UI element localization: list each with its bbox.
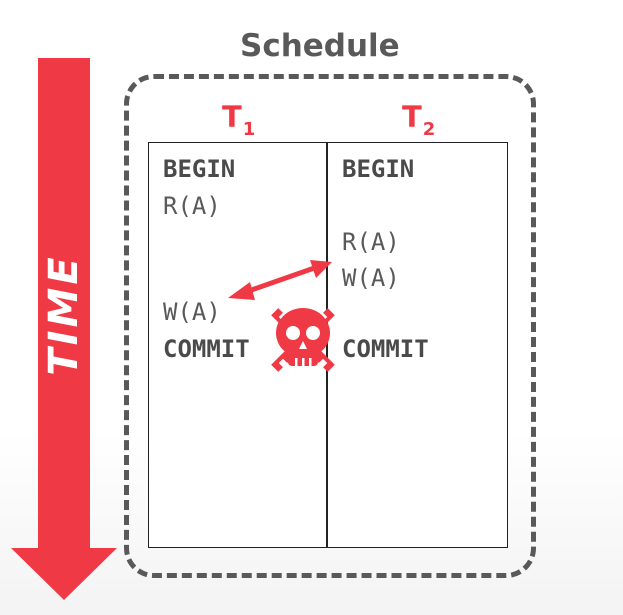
- txn-header-t2-label: T: [402, 100, 422, 134]
- skull-crossbones-icon: [271, 308, 335, 372]
- schedule-frame: [124, 74, 536, 578]
- t2-op-commit: COMMIT: [342, 335, 429, 363]
- txn-header-t1: T1: [222, 100, 255, 140]
- time-arrow-head: [11, 548, 117, 600]
- schedule-table: [148, 142, 508, 548]
- txn-header-t2: T2: [402, 100, 435, 140]
- column-divider: [326, 142, 328, 548]
- t1-op-commit: COMMIT: [163, 335, 250, 363]
- t2-op-read: R(A): [342, 228, 400, 256]
- double-headed-arrow: [228, 260, 332, 300]
- txn-header-t1-label: T: [222, 100, 242, 134]
- time-arrow-shaft: [38, 58, 90, 548]
- t1-op-read: R(A): [163, 192, 221, 220]
- t1-op-begin: BEGIN: [163, 155, 236, 183]
- t1-op-write: W(A): [163, 298, 221, 326]
- t2-op-begin: BEGIN: [342, 155, 415, 183]
- txn-header-t1-subscript: 1: [242, 119, 256, 140]
- schedule-title: Schedule: [240, 28, 400, 64]
- txn-header-t2-subscript: 2: [422, 119, 436, 140]
- t2-op-write: W(A): [342, 264, 400, 292]
